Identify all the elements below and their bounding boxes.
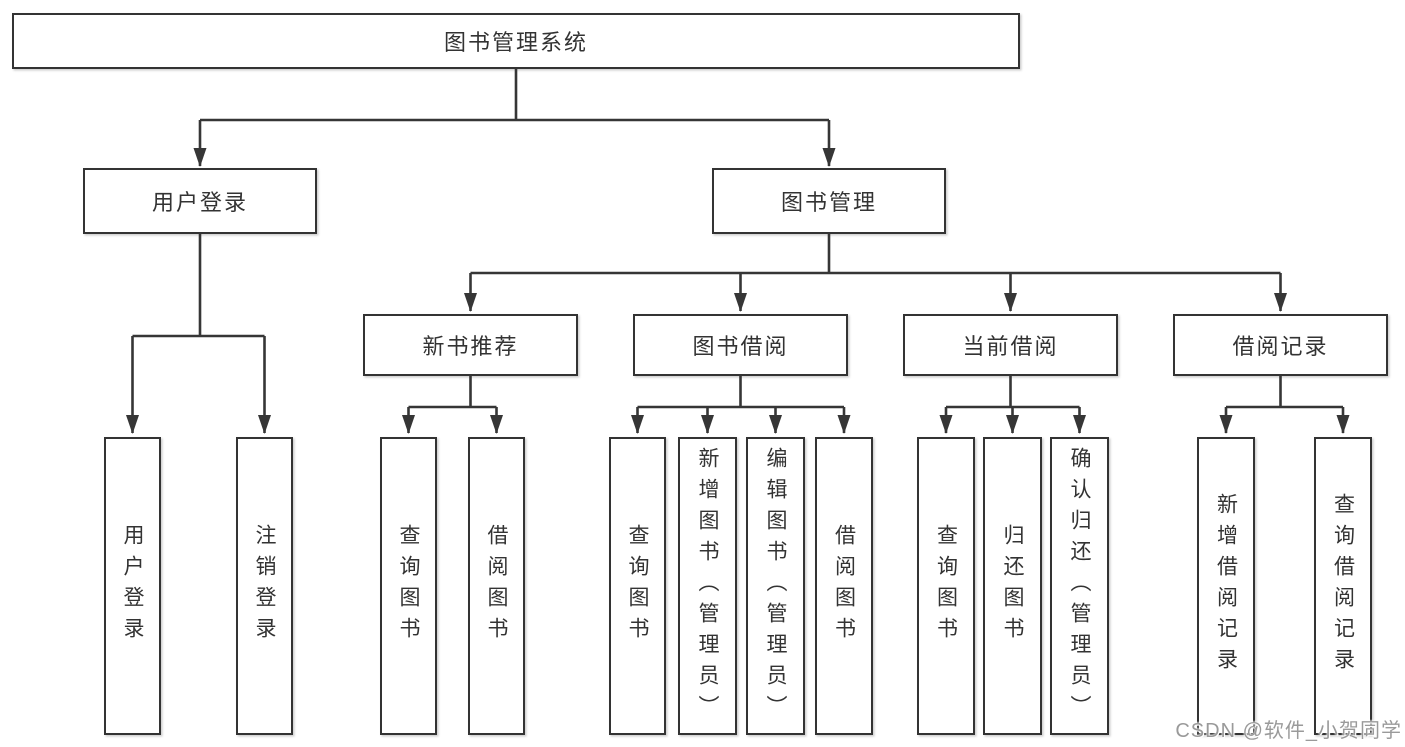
node-user-login: 用户登录 — [83, 168, 317, 234]
leaf-logout-label: 注销登录 — [253, 524, 276, 648]
node-current-borrowing: 当前借阅 — [903, 314, 1118, 376]
leaf-query-book-borrowing: 查询图书 — [609, 437, 666, 735]
leaf-user-login-label: 用户登录 — [121, 524, 144, 648]
leaf-borrow-book-label: 借阅图书 — [832, 524, 856, 648]
leaf-add-borrow-record-label: 新增借阅记录 — [1214, 493, 1238, 679]
edge-records-split — [1226, 376, 1343, 409]
node-new-book-recommend-label: 新书推荐 — [422, 334, 519, 359]
leaf-query-book-current: 查询图书 — [917, 437, 975, 735]
node-user-login-label: 用户登录 — [151, 190, 248, 215]
leaf-return-book-label: 归还图书 — [1001, 524, 1024, 648]
node-book-borrowing-label: 图书借阅 — [692, 334, 789, 359]
edge-bookborrow-split — [637, 376, 844, 409]
leaf-return-book: 归还图书 — [983, 437, 1042, 735]
leaf-query-book-borrowing-label: 查询图书 — [626, 524, 649, 648]
node-root-system: 图书管理系统 — [12, 13, 1020, 69]
node-root-system-label: 图书管理系统 — [443, 30, 588, 55]
leaf-add-book-admin: 新增图书（管理员） — [678, 437, 737, 735]
edge-userlogin-split — [132, 234, 265, 338]
edge-newbookrec-split — [408, 376, 497, 409]
edge-currentborrow-split — [946, 376, 1080, 409]
leaf-edit-book-admin-label: 编辑图书（管理员） — [764, 446, 787, 726]
edge-bookmgmt-split — [470, 234, 1281, 275]
leaf-add-book-admin-label: 新增图书（管理员） — [696, 446, 719, 726]
leaf-add-borrow-record: 新增借阅记录 — [1197, 437, 1255, 735]
node-borrowing-records-label: 借阅记录 — [1232, 334, 1329, 359]
node-book-management-label: 图书管理 — [780, 190, 877, 215]
leaf-query-book-recommend: 查询图书 — [380, 437, 437, 735]
node-borrowing-records: 借阅记录 — [1173, 314, 1388, 376]
leaf-borrow-book-recommend: 借阅图书 — [468, 437, 525, 735]
node-book-management: 图书管理 — [712, 168, 946, 234]
leaf-query-borrow-record-label: 查询借阅记录 — [1331, 493, 1355, 679]
leaf-user-login: 用户登录 — [104, 437, 161, 735]
edge-root-split — [200, 69, 829, 122]
csdn-watermark: CSDN @软件_小贺同学 — [1175, 720, 1402, 742]
leaf-query-borrow-record: 查询借阅记录 — [1314, 437, 1372, 735]
leaf-confirm-return-admin: 确认归还（管理员） — [1050, 437, 1109, 735]
leaf-query-book-recommend-label: 查询图书 — [397, 524, 420, 648]
leaf-logout: 注销登录 — [236, 437, 293, 735]
leaf-borrow-book: 借阅图书 — [815, 437, 873, 735]
node-current-borrowing-label: 当前借阅 — [962, 334, 1059, 359]
node-book-borrowing: 图书借阅 — [633, 314, 848, 376]
leaf-query-book-current-label: 查询图书 — [934, 524, 958, 648]
leaf-edit-book-admin: 编辑图书（管理员） — [746, 437, 805, 735]
node-new-book-recommend: 新书推荐 — [363, 314, 578, 376]
leaf-borrow-book-recommend-label: 借阅图书 — [485, 524, 508, 648]
leaf-confirm-return-admin-label: 确认归还（管理员） — [1068, 446, 1091, 726]
